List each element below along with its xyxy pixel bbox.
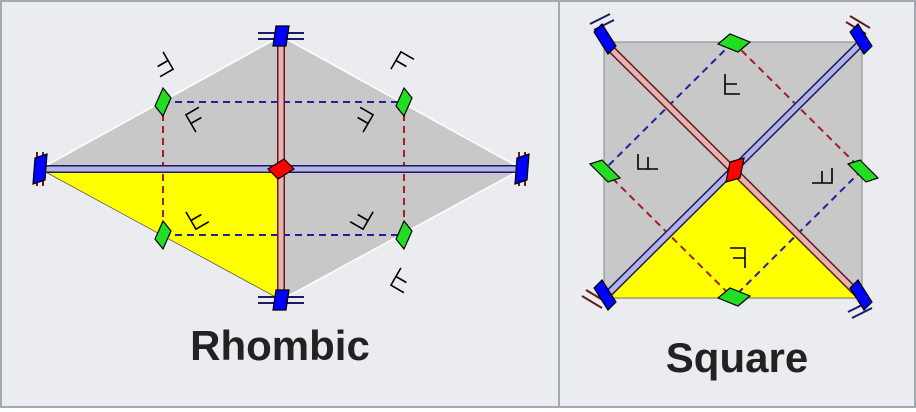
rotation-center-blue bbox=[32, 153, 48, 185]
rhombic-motif bbox=[349, 211, 374, 231]
rotation-center-red bbox=[725, 157, 745, 183]
rotation-center-blue bbox=[272, 289, 290, 311]
rhombic-motif bbox=[389, 267, 407, 294]
square-corner-marks bbox=[581, 13, 873, 319]
rotation-center-green bbox=[395, 86, 413, 118]
rotation-center-blue bbox=[593, 23, 617, 55]
square-caption: Square bbox=[665, 334, 809, 381]
rotation-center-green bbox=[716, 287, 752, 307]
rotation-center-green bbox=[395, 219, 413, 251]
rotation-center-red bbox=[267, 158, 295, 180]
rotation-center-green bbox=[154, 86, 172, 118]
rotation-center-blue bbox=[849, 23, 873, 55]
rhombic-panel: Rhombic bbox=[0, 0, 560, 408]
rotation-center-green bbox=[588, 159, 622, 183]
square-motif bbox=[724, 74, 740, 95]
rotation-center-green bbox=[154, 219, 172, 251]
rhombic-caption: Rhombic bbox=[190, 322, 370, 369]
rotation-center-blue bbox=[272, 25, 290, 47]
rotation-center-blue bbox=[593, 279, 617, 311]
rhombic-diagram bbox=[32, 25, 530, 311]
rotation-center-green bbox=[716, 33, 752, 53]
rhombic-motif bbox=[185, 211, 210, 231]
rotation-center-green bbox=[846, 159, 880, 183]
square-motif bbox=[730, 247, 746, 268]
rhombic-motif bbox=[157, 51, 175, 78]
rhombic-motif bbox=[357, 106, 375, 133]
rhombic-motif bbox=[390, 50, 415, 70]
rotation-center-blue bbox=[849, 279, 873, 311]
rotation-center-blue bbox=[514, 153, 530, 185]
square-motif bbox=[637, 154, 658, 170]
square-motif bbox=[812, 168, 833, 184]
rhombic-corner-marks bbox=[32, 25, 530, 311]
square-diagram bbox=[581, 13, 880, 319]
rhombic-motif bbox=[184, 106, 202, 133]
square-panel: Square bbox=[558, 0, 916, 408]
